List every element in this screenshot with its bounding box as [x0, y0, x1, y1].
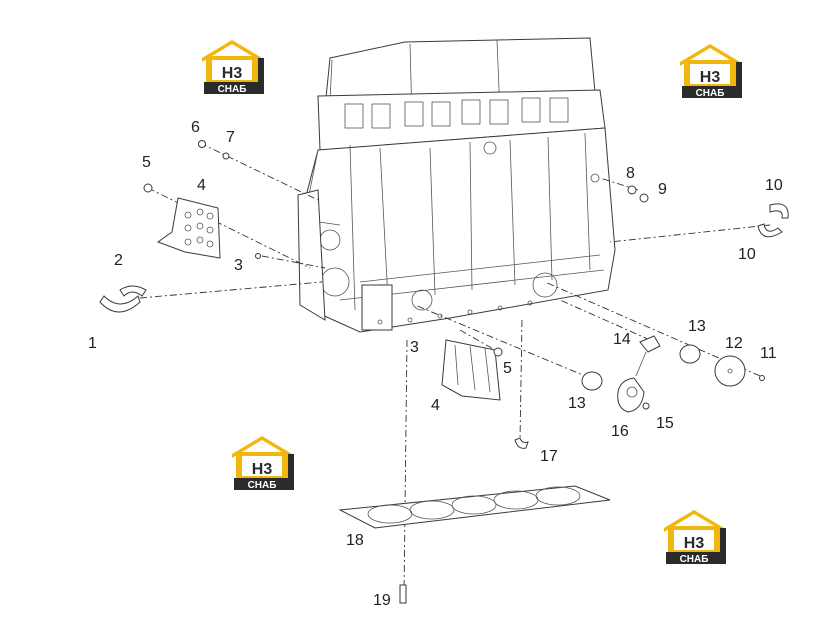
thrust-washers-10 — [757, 203, 789, 238]
callout-5-upper: 5 — [142, 154, 151, 171]
svg-text:CHAБ: CHAБ — [248, 480, 277, 491]
callout-18: 18 — [346, 532, 364, 549]
bracket-4-upper — [156, 197, 221, 259]
callout-10-lower: 10 — [738, 246, 756, 263]
callout-4-lower: 4 — [431, 397, 440, 414]
callout-14: 14 — [613, 331, 631, 348]
callout-9: 9 — [658, 181, 667, 198]
callout-13-right: 13 — [688, 318, 706, 335]
nozzle-17 — [514, 437, 529, 449]
fasteners — [143, 140, 765, 604]
callout-3-upper: 3 — [234, 257, 243, 274]
callout-6: 6 — [191, 119, 200, 136]
callout-3-lower: 3 — [410, 339, 419, 356]
main-bearing-shell-1 — [99, 285, 147, 313]
callout-11: 11 — [760, 345, 777, 362]
svg-text:H3: H3 — [222, 65, 243, 82]
brand-logo-top-right: H3 CHAБ — [680, 44, 742, 99]
callout-labels: 1 2 3 3 4 4 5 5 6 7 8 9 10 10 11 12 13 1… — [88, 119, 783, 609]
brand-logo-bottom-right: H3 CHAБ — [664, 510, 726, 565]
svg-text:H3: H3 — [700, 69, 721, 86]
cover-16-and-plug-14 — [617, 335, 661, 413]
cover-plate-12 — [714, 355, 746, 387]
bracket-4-lower — [441, 339, 501, 401]
callout-8: 8 — [626, 165, 635, 182]
callout-5-lower: 5 — [503, 360, 512, 377]
svg-text:CHAБ: CHAБ — [218, 84, 247, 95]
callout-17: 17 — [540, 448, 558, 465]
callout-19: 19 — [373, 592, 391, 609]
o-rings-13 — [581, 344, 701, 391]
svg-text:CHAБ: CHAБ — [680, 554, 709, 565]
callout-10-upper: 10 — [765, 177, 783, 194]
engine-block — [297, 37, 616, 333]
callout-1: 1 — [88, 335, 97, 352]
svg-text:CHAБ: CHAБ — [696, 88, 725, 99]
callout-12: 12 — [725, 335, 743, 352]
callout-13-left: 13 — [568, 395, 586, 412]
svg-text:H3: H3 — [252, 461, 273, 478]
callout-15: 15 — [656, 415, 674, 432]
callout-2: 2 — [114, 252, 123, 269]
gasket-18 — [338, 485, 611, 529]
callout-7: 7 — [226, 129, 235, 146]
callout-4-upper: 4 — [197, 177, 206, 194]
svg-text:H3: H3 — [684, 535, 705, 552]
brand-logo-middle-left: H3 CHAБ — [232, 436, 294, 491]
callout-16: 16 — [611, 423, 629, 440]
brand-logo-top-left: H3 CHAБ — [202, 40, 264, 95]
